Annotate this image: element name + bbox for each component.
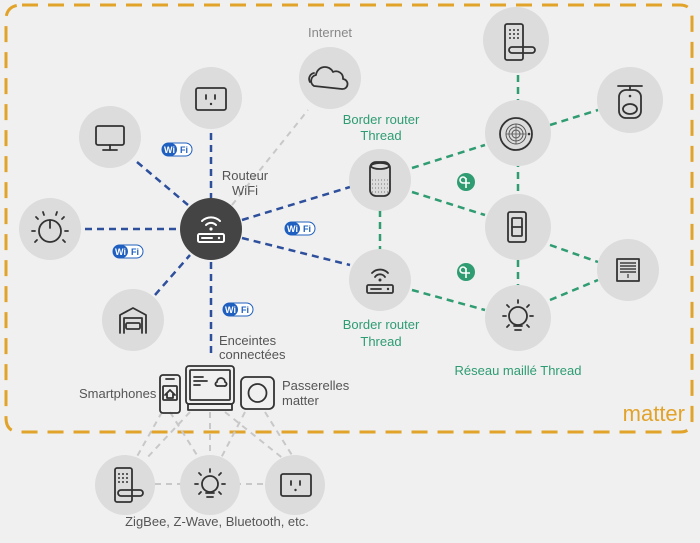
node-wifi-router[interactable]: [180, 198, 242, 260]
window-blind-icon: [616, 258, 640, 282]
border-router-bottom-label-line2: Thread: [360, 334, 401, 349]
node-light-switch[interactable]: [485, 194, 551, 260]
matter-gateways-label-line1: Passerelles: [282, 378, 350, 393]
svg-text:Wi: Wi: [287, 224, 298, 234]
legacy-links: [134, 411, 296, 485]
wifi-badge: Wi Fi: [222, 302, 254, 317]
speaker-icon: [369, 161, 391, 197]
router-icon: [197, 216, 225, 243]
matter-gateway-device[interactable]: [240, 376, 275, 410]
legacy-protocols-label: ZigBee, Z-Wave, Bluetooth, etc.: [125, 514, 309, 529]
svg-text:Fi: Fi: [131, 247, 139, 257]
smartphone-device[interactable]: [159, 374, 181, 414]
outlet-icon: [280, 473, 312, 497]
wifi-router-label-line1: Routeur: [222, 168, 269, 183]
thread-logo-icon: [457, 173, 475, 191]
border-router-top-label-line1: Border router: [343, 112, 420, 127]
node-speaker-border-router[interactable]: [349, 149, 411, 211]
cloud-icon: [308, 66, 349, 90]
smart-display-device[interactable]: [185, 365, 235, 411]
door-lock-icon: [504, 23, 536, 61]
node-smoke-detector[interactable]: [485, 100, 551, 166]
node-internet[interactable]: [299, 47, 361, 109]
svg-text:Wi: Wi: [225, 305, 236, 315]
node-lock[interactable]: [483, 7, 549, 73]
internet-link: [231, 109, 309, 206]
internet-label: Internet: [308, 25, 352, 40]
svg-text:Fi: Fi: [180, 145, 188, 155]
svg-text:Wi: Wi: [164, 145, 175, 155]
thread-logo-icon: [457, 263, 475, 281]
outlet-icon: [195, 87, 227, 111]
legacy-node-lock[interactable]: [95, 455, 155, 515]
thread-links: [378, 75, 599, 312]
node-motion-sensor[interactable]: [597, 67, 663, 133]
dial-icon: [31, 211, 69, 243]
smart-speakers-label-line1: Enceintes: [219, 333, 277, 348]
smart-speakers-label-line2: connectées: [219, 347, 286, 362]
legacy-node-outlet[interactable]: [265, 455, 325, 515]
light-switch-icon: [507, 211, 527, 243]
legacy-node-light-bulb[interactable]: [180, 455, 240, 515]
matter-brand-label: matter: [623, 401, 685, 426]
door-lock-icon: [114, 467, 144, 503]
matter-gateways-label-line2: matter: [282, 393, 320, 408]
matter-boundary: [4, 3, 694, 434]
node-plug-top[interactable]: [180, 67, 242, 129]
wifi-links: [85, 133, 351, 358]
wifi-badge: Wi Fi: [161, 142, 193, 157]
border-router-top-label-line2: Thread: [360, 128, 401, 143]
monitor-icon: [95, 125, 125, 151]
node-light-bulb[interactable]: [485, 285, 551, 351]
node-garage[interactable]: [102, 289, 164, 351]
wifi-badge: Wi Fi: [112, 244, 144, 259]
garage-icon: [119, 307, 147, 334]
border-router-bottom-label-line1: Border router: [343, 317, 420, 332]
node-thermostat[interactable]: [19, 198, 81, 260]
smartphones-label: Smartphones: [79, 386, 157, 401]
node-window-blind[interactable]: [597, 239, 659, 301]
node-router-border-router[interactable]: [349, 249, 411, 311]
router-icon: [366, 268, 394, 294]
smoke-detector-icon: [499, 117, 533, 151]
light-bulb-icon: [502, 299, 534, 331]
node-tv[interactable]: [79, 106, 141, 168]
svg-text:Fi: Fi: [241, 305, 249, 315]
svg-text:Wi: Wi: [115, 247, 126, 257]
light-bulb-icon: [194, 468, 226, 498]
wifi-badge: Wi Fi: [284, 221, 316, 236]
wifi-router-label-line2: WiFi: [232, 183, 258, 198]
thread-mesh-label: Réseau maillé Thread: [455, 363, 582, 378]
motion-sensor-icon: [617, 85, 643, 119]
svg-text:Fi: Fi: [303, 224, 311, 234]
